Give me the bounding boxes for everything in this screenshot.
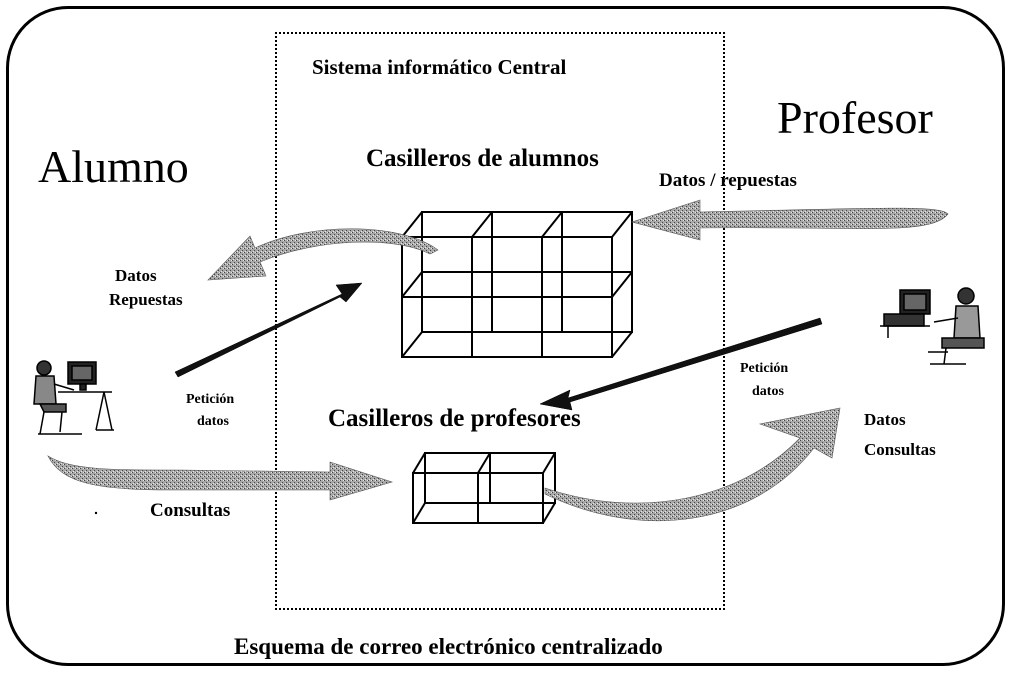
flow-label-consultas-right: Consultas xyxy=(864,440,936,459)
teacher-actor-label: Profesor xyxy=(777,92,933,143)
arrow-student-request xyxy=(174,282,363,378)
arrow-teacher-to-student-lockers xyxy=(630,199,949,241)
flow-label-datos-left-request: datos xyxy=(197,414,229,429)
flow-label-datos-right-request: datos xyxy=(752,384,784,399)
flow-label-datos-right: Datos xyxy=(864,410,906,429)
student-figure-icon xyxy=(33,360,114,435)
student-lockers-grid xyxy=(401,211,633,358)
arrow-teacher-lockers-to-teacher xyxy=(544,407,841,522)
flow-label-datos-repuestas-top: Datos / repuestas xyxy=(659,170,797,191)
diagram-caption: Esquema de correo electrónico centraliza… xyxy=(234,634,663,659)
arrow-student-queries xyxy=(47,455,394,501)
teacher-figure-icon xyxy=(880,287,985,365)
central-system-title: Sistema informático Central xyxy=(312,55,567,79)
flow-label-peticion-left: Petición xyxy=(186,392,235,407)
student-actor-label: Alumno xyxy=(38,141,189,192)
flow-label-datos-left: Datos xyxy=(115,266,157,285)
flow-label-repuestas-left: Repuestas xyxy=(109,290,183,309)
arrow-teacher-request xyxy=(539,317,823,411)
central-system-boundary xyxy=(275,32,725,610)
student-lockers-label: Casilleros de alumnos xyxy=(366,145,599,172)
arrow-student-lockers-to-student xyxy=(207,228,439,281)
teacher-lockers-grid xyxy=(412,452,556,524)
teacher-lockers-label: Casilleros de profesores xyxy=(328,405,581,432)
diagram-frame xyxy=(6,6,1005,666)
flow-label-consultas-bottom: Consultas xyxy=(150,500,231,521)
flow-label-peticion-right: Petición xyxy=(740,361,789,376)
speck-mark xyxy=(94,511,98,515)
